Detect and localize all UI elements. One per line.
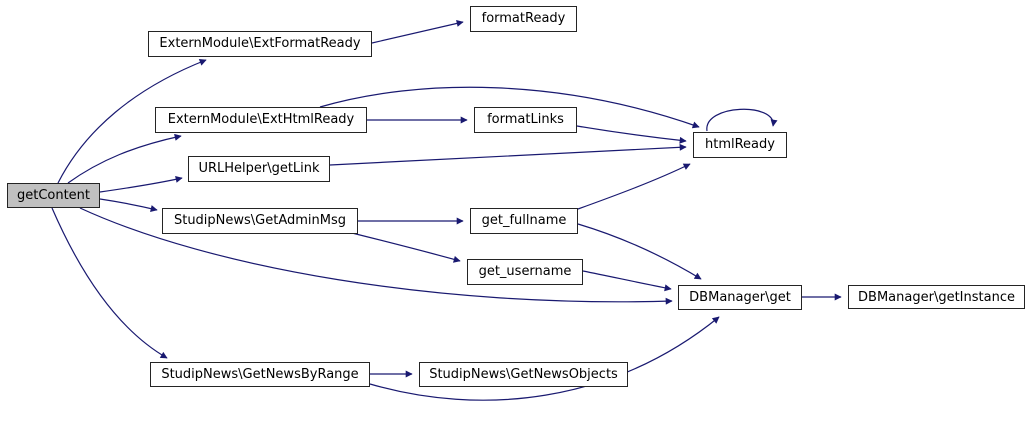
edge-get-fullname-htmlready xyxy=(577,163,691,210)
edge-getcontent-dbmanager-get xyxy=(79,207,673,305)
edge-getcontent-getadminmsg xyxy=(99,198,158,212)
node-dbmanager-get[interactable]: DBManager\get xyxy=(678,285,802,310)
edge-getnewsbyrange-dbmanager-get xyxy=(369,316,720,401)
node-getadminmsg[interactable]: StudipNews\GetAdminMsg xyxy=(162,208,358,234)
node-getnewsobjects[interactable]: StudipNews\GetNewsObjects xyxy=(419,362,628,387)
edge-getcontent-exthtmlready xyxy=(67,133,182,184)
edge-get-username-dbmanager-get xyxy=(582,270,672,292)
edge-formatlinks-htmlready xyxy=(576,125,687,144)
edge-get-fullname-dbmanager-get xyxy=(577,223,702,280)
node-urlhelper-getlink[interactable]: URLHelper\getLink xyxy=(188,156,330,182)
edge-exthtmlready-htmlready xyxy=(319,86,700,129)
node-extformatready[interactable]: ExternModule\ExtFormatReady xyxy=(148,31,372,57)
edge-getcontent-getnewsbyrange xyxy=(51,207,168,359)
edge-getadminmsg-get-username xyxy=(351,232,461,263)
edge-extformatready-formatready xyxy=(371,19,464,44)
node-dbmanager-getinstance[interactable]: DBManager\getInstance xyxy=(848,285,1025,309)
edge-urlhelper-getlink-htmlready xyxy=(329,143,687,166)
node-formatlinks[interactable]: formatLinks xyxy=(474,107,577,133)
node-htmlready[interactable]: htmlReady xyxy=(693,132,787,158)
edge-htmlready-self-loop xyxy=(706,108,778,132)
edge-getcontent-urlhelper-getlink xyxy=(99,175,183,193)
node-getnewsbyrange[interactable]: StudipNews\GetNewsByRange xyxy=(150,362,370,387)
edge-getcontent-extformatready xyxy=(57,59,207,184)
node-getcontent: getContent xyxy=(7,183,100,208)
node-get-username[interactable]: get_username xyxy=(467,259,583,285)
node-exthtmlready[interactable]: ExternModule\ExtHtmlReady xyxy=(155,107,367,133)
node-get-fullname[interactable]: get_fullname xyxy=(470,208,578,234)
node-formatready[interactable]: formatReady xyxy=(470,6,577,32)
